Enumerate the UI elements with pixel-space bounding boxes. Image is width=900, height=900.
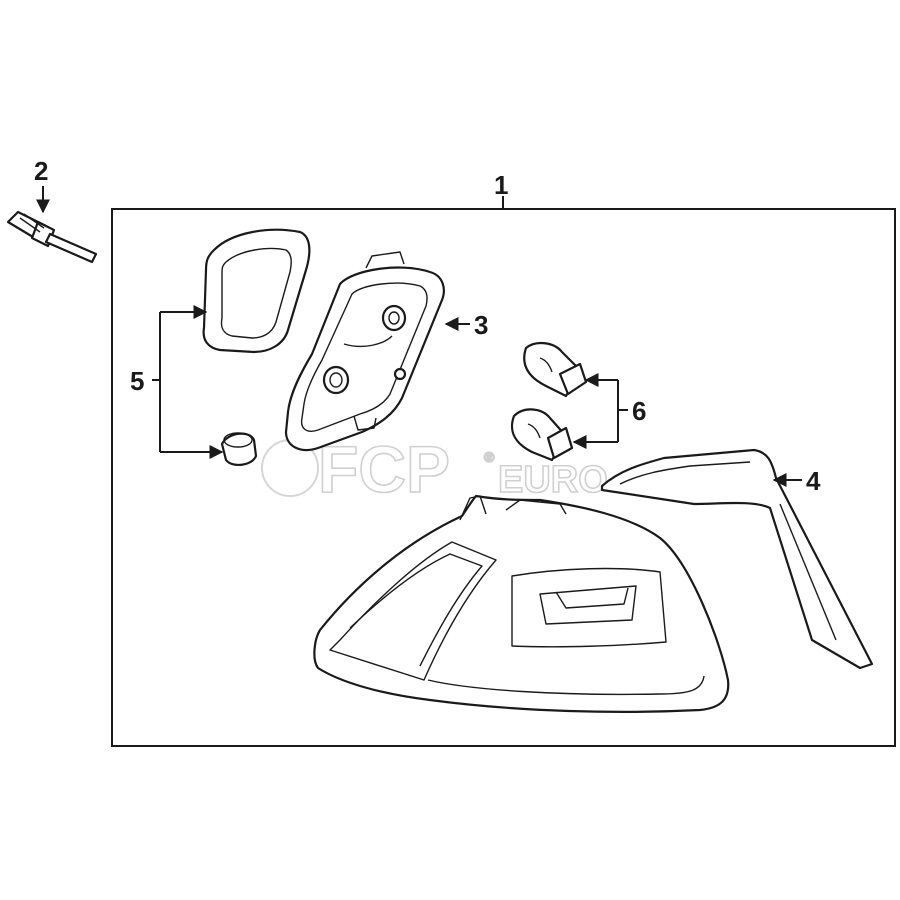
callout-5: 5 — [130, 366, 144, 396]
callout-6-leader — [572, 373, 628, 449]
part-2-bolt — [6, 210, 98, 264]
part-1-tail-lamp — [313, 494, 730, 713]
callout-6: 6 — [632, 396, 646, 426]
part-3-bulb-carrier — [284, 251, 445, 452]
callout-2: 2 — [34, 156, 48, 186]
watermark-suffix: EURO — [498, 459, 608, 501]
watermark-brand: FCP — [318, 432, 450, 506]
part-6-bulb-upper — [523, 342, 588, 398]
part-4-seal-strip — [600, 448, 874, 670]
callout-3: 3 — [474, 310, 488, 340]
callout-4: 4 — [806, 466, 821, 496]
callout-5-leader — [152, 305, 224, 459]
part-5-plug — [220, 432, 258, 466]
part-5-gasket — [202, 228, 311, 354]
watermark: FCP ® EURO — [261, 431, 609, 507]
watermark-registered-mark: ® — [484, 449, 495, 465]
part-6-bulb-lower — [510, 408, 574, 462]
callout-1: 1 — [494, 170, 508, 200]
